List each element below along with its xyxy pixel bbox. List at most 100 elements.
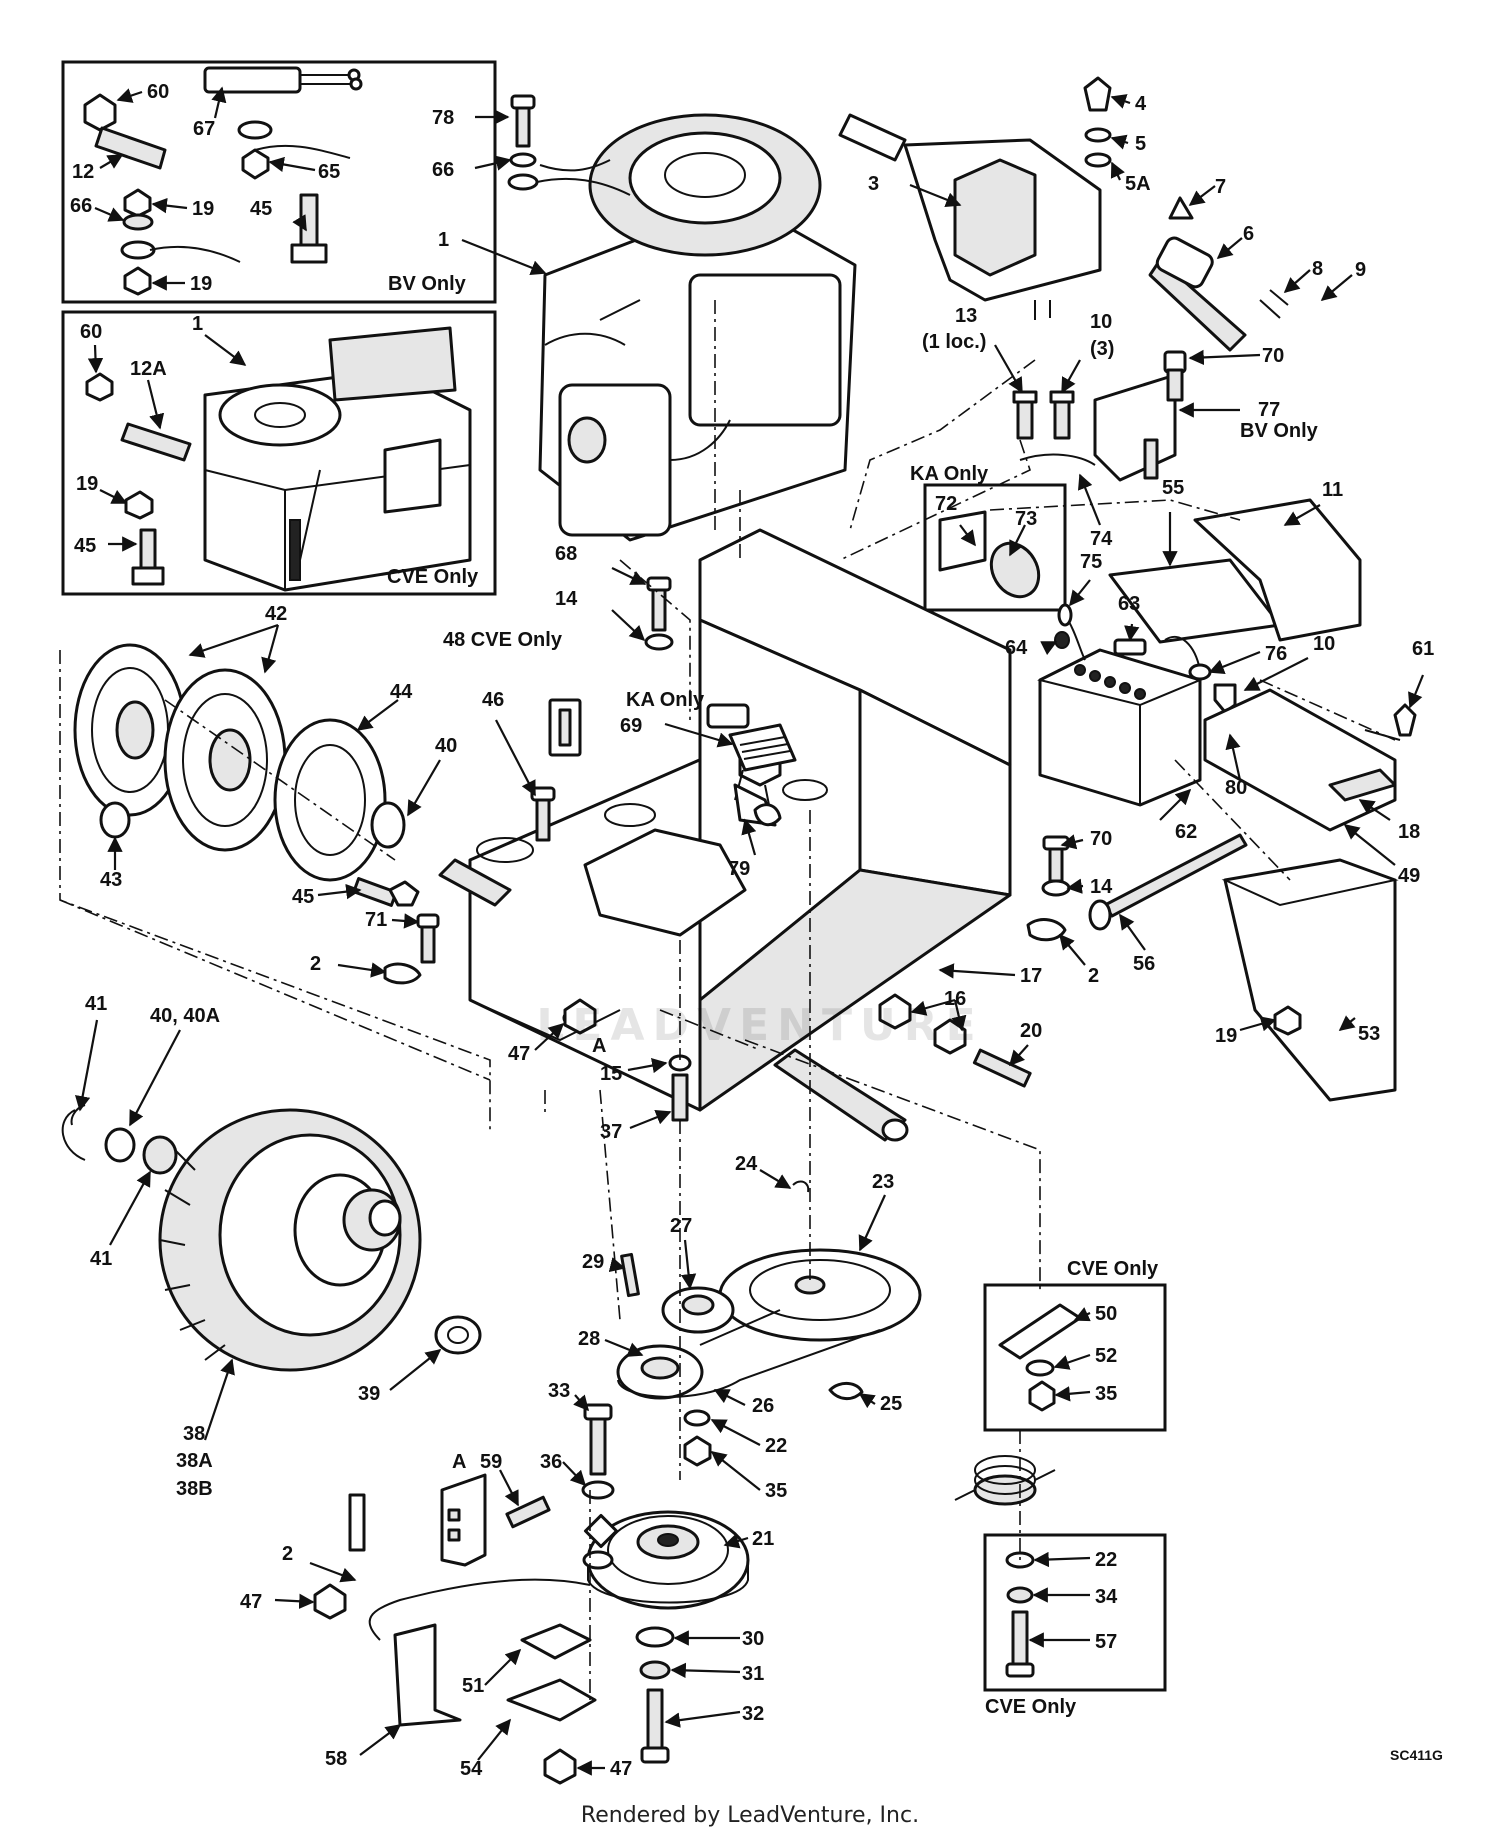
frame-17-drawing <box>468 528 1012 1112</box>
callout-41: 41 <box>90 1248 112 1270</box>
callout-59: 59 <box>480 1451 502 1473</box>
callout-47: 47 <box>240 1591 262 1613</box>
callout-36: 36 <box>540 1451 562 1473</box>
note-cve-only-inset: CVE Only <box>387 566 479 588</box>
callout-45: 45 <box>292 886 314 908</box>
panels-55-11-drawing <box>1108 498 1362 644</box>
callout-72: 72 <box>935 493 957 515</box>
drawing-code: SC411G <box>1390 1747 1443 1763</box>
callout-labels: 60 67 12 65 66 19 45 19 60 1 12A 19 45 7… <box>70 81 1434 1780</box>
callout-73: 73 <box>1015 508 1037 530</box>
callout-10: 10 <box>1313 633 1335 655</box>
note-qty-10: (3) <box>1090 338 1114 360</box>
bolt-33-drawing <box>581 1403 615 1500</box>
callout-12A: 12A <box>130 358 167 380</box>
callout-8: 8 <box>1312 258 1323 280</box>
callout-9: 9 <box>1355 259 1366 281</box>
bolt-45-drawing <box>290 193 328 264</box>
harness-67-drawing <box>203 66 363 180</box>
callout-61: 61 <box>1412 638 1434 660</box>
callout-21: 21 <box>752 1528 774 1550</box>
axle-drawing <box>438 858 909 1142</box>
callout-45: 45 <box>250 198 272 220</box>
callout-68: 68 <box>555 543 577 565</box>
leader-lines <box>75 86 1425 1776</box>
cve-engine-drawing <box>203 326 472 592</box>
bv-only-inset <box>61 60 497 304</box>
callout-3: 3 <box>868 173 879 195</box>
callout-51: 51 <box>462 1675 484 1697</box>
bolt-56-drawing <box>1088 833 1248 931</box>
note-bv-only-inset: BV Only <box>388 273 467 295</box>
pulley-stack-drawing <box>954 1455 1056 1506</box>
note-ref-a-bracket: A <box>452 1451 466 1473</box>
callout-65: 65 <box>318 161 340 183</box>
callout-11: 11 <box>1322 479 1343 501</box>
note-bv-only-77: BV Only <box>1240 420 1319 442</box>
callout-66: 66 <box>432 159 454 181</box>
callout-2: 2 <box>282 1543 293 1565</box>
callout-38: 38 <box>183 1423 205 1445</box>
note-ref-a-frame: A <box>592 1035 606 1057</box>
callout-22: 22 <box>1095 1549 1117 1571</box>
callout-10: 10 <box>1090 311 1112 333</box>
callout-69: 69 <box>620 715 642 737</box>
brackets-58-51-54-drawing <box>313 1473 597 1785</box>
callout-79: 79 <box>728 858 750 880</box>
note-cve-only-box-top: CVE Only <box>1067 1258 1159 1280</box>
callout-60: 60 <box>80 321 102 343</box>
callout-41: 41 <box>85 993 107 1015</box>
note-cve-only-48: 48 CVE Only <box>443 629 563 651</box>
callout-35: 35 <box>1095 1383 1117 1405</box>
callout-14: 14 <box>1090 876 1113 898</box>
terminal-hardware-drawing <box>120 188 241 296</box>
callout-40-40A: 40, 40A <box>150 1005 220 1027</box>
callout-33: 33 <box>548 1380 570 1402</box>
callout-15: 15 <box>600 1063 622 1085</box>
callout-38A: 38A <box>176 1450 213 1472</box>
callout-38B: 38B <box>176 1478 213 1500</box>
callout-13: 13 <box>955 305 977 327</box>
callout-56: 56 <box>1133 953 1155 975</box>
callout-75: 75 <box>1080 551 1102 573</box>
callout-47: 47 <box>610 1758 632 1780</box>
battery-cables-drawing <box>1054 603 1237 714</box>
callout-71: 71 <box>365 909 387 931</box>
callout-37: 37 <box>600 1121 622 1143</box>
callout-54: 54 <box>460 1758 483 1780</box>
callout-4: 4 <box>1135 93 1147 115</box>
callout-77: 77 <box>1258 399 1280 421</box>
callout-20: 20 <box>1020 1020 1042 1042</box>
callout-5: 5 <box>1135 133 1146 155</box>
callout-19: 19 <box>1215 1025 1237 1047</box>
callout-62: 62 <box>1175 821 1197 843</box>
bracket-77-drawing <box>1019 350 1187 482</box>
watermark: LEADVENTURE <box>536 1000 984 1051</box>
cve-only-inset <box>61 310 497 596</box>
callout-55: 55 <box>1162 477 1184 499</box>
callout-44: 44 <box>390 681 413 703</box>
callout-42: 42 <box>265 603 287 625</box>
callout-12: 12 <box>72 161 94 183</box>
callout-28: 28 <box>578 1328 600 1350</box>
callout-26: 26 <box>752 1395 774 1417</box>
callout-25: 25 <box>880 1393 902 1415</box>
callout-30: 30 <box>742 1628 764 1650</box>
callout-6: 6 <box>1243 223 1254 245</box>
callout-23: 23 <box>872 1171 894 1193</box>
callout-52: 52 <box>1095 1345 1117 1367</box>
callout-22: 22 <box>765 1435 787 1457</box>
callout-49: 49 <box>1398 865 1420 887</box>
callout-50: 50 <box>1095 1303 1117 1325</box>
cve-stud-hardware-drawing <box>85 372 192 586</box>
footer-credit: Rendered by LeadVenture, Inc. <box>580 1803 920 1828</box>
note-ka-only-box: KA Only <box>910 463 989 485</box>
callout-7: 7 <box>1215 176 1226 198</box>
battery-62-drawing <box>1037 648 1203 807</box>
bolt-45-46-71-drawing <box>352 786 1067 985</box>
callout-66: 66 <box>70 195 92 217</box>
idler-pulleys-drawing <box>616 1252 881 1467</box>
callout-1: 1 <box>192 313 203 335</box>
module-69-drawing <box>728 723 797 827</box>
callout-63: 63 <box>1118 593 1140 615</box>
